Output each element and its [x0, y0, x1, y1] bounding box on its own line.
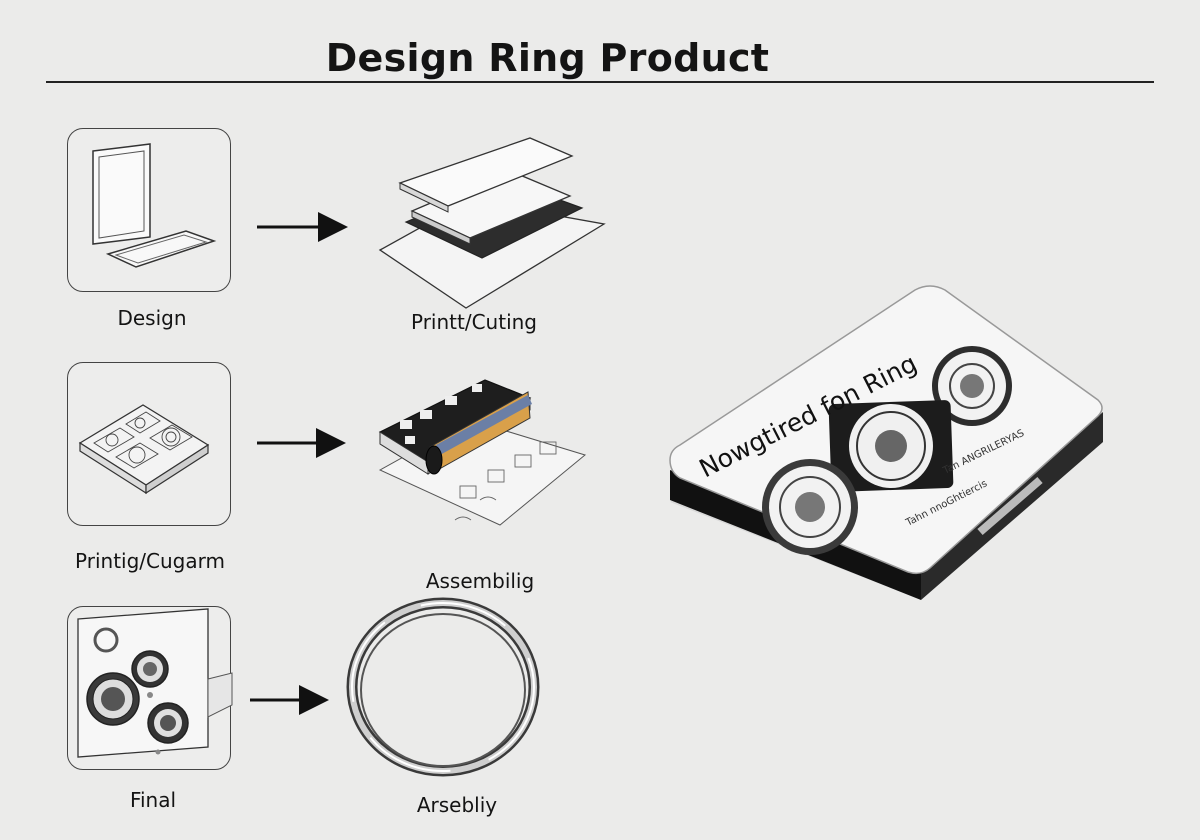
plaque-medallion-left	[762, 459, 858, 555]
label-assembly-top: Assembilig	[426, 569, 534, 593]
label-design: Design	[117, 306, 186, 330]
label-printing-cugarm: Printig/Cugarm	[75, 549, 225, 573]
label-print-cut: Printt/Cuting	[411, 310, 537, 334]
label-final: Final	[130, 788, 176, 812]
label-assembly-bottom: Arsebliy	[417, 793, 497, 817]
